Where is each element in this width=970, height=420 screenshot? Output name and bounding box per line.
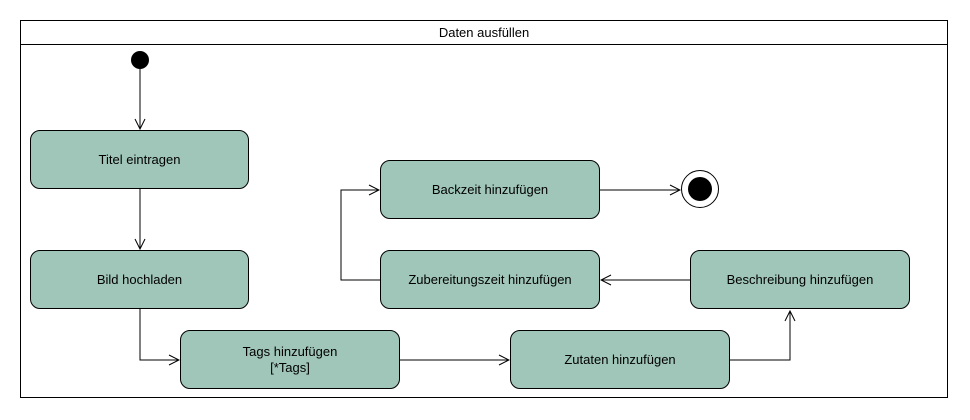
node-zubereitungszeit-hinzufuegen[interactable]: Zubereitungszeit hinzufügen [380, 250, 600, 309]
activity-frame: Daten ausfüllen [20, 20, 948, 398]
node-beschreibung-hinzufuegen[interactable]: Beschreibung hinzufügen [690, 250, 910, 309]
node-label: Titel eintragen [98, 151, 181, 167]
edge-bild-to-tags [139, 309, 179, 360]
node-zutaten-hinzufuegen[interactable]: Zutaten hinzufügen [510, 330, 730, 389]
node-backzeit-hinzufuegen[interactable]: Backzeit hinzufügen [380, 160, 600, 219]
node-label: Bild hochladen [96, 271, 183, 287]
edge-zubereitungszeit-to-backzeit [340, 190, 380, 281]
final-node-dot [688, 177, 712, 201]
edge-zutaten-to-beschreibung [730, 311, 790, 361]
node-bild-hochladen[interactable]: Bild hochladen [30, 250, 249, 309]
node-label: Tags hinzufügen [242, 343, 338, 359]
frame-title: Daten ausfüllen [21, 21, 947, 45]
node-guard: [*Tags] [270, 359, 310, 375]
node-label: Beschreibung hinzufügen [726, 271, 874, 287]
node-label: Backzeit hinzufügen [431, 181, 549, 197]
node-label: Zutaten hinzufügen [564, 351, 676, 367]
node-tags-hinzufuegen[interactable]: Tags hinzufügen [*Tags] [180, 330, 400, 389]
initial-node [131, 51, 149, 69]
final-node [681, 170, 719, 208]
node-titel-eintragen[interactable]: Titel eintragen [30, 130, 249, 189]
node-label: Zubereitungszeit hinzufügen [408, 271, 572, 287]
